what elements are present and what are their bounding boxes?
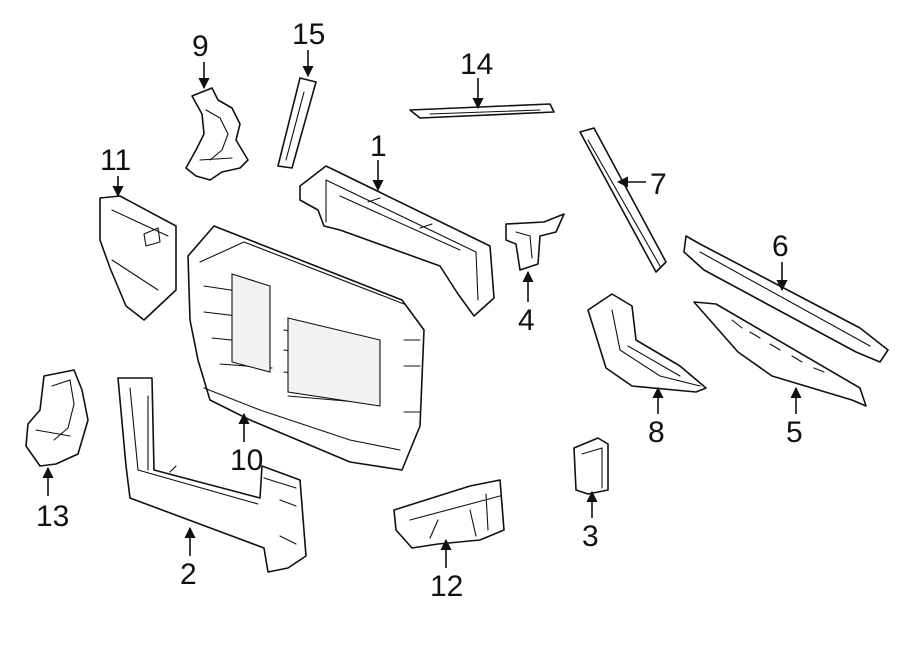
part-2-lower-frame[interactable] [117,377,307,573]
part-10-grille-frame[interactable] [187,225,425,471]
part-12-lower-duct[interactable] [393,479,505,549]
callout-7: 7 [650,168,667,201]
part-4-bracket[interactable] [505,213,565,271]
part-6-lower-bar[interactable] [683,235,889,363]
part-11-air-deflector[interactable] [99,195,177,321]
callout-6: 6 [772,230,789,263]
callout-13: 13 [36,500,69,533]
callout-8: 8 [648,416,665,449]
part-1-upper-carrier[interactable] [299,165,495,317]
callout-12: 12 [430,570,463,603]
part-14-upper-bar[interactable] [409,103,555,119]
part-7-diagonal-bar[interactable] [579,127,667,273]
callout-11: 11 [100,144,131,177]
part-9-bracket[interactable] [185,87,249,181]
part-13-side-bracket[interactable] [25,369,89,467]
callout-1: 1 [370,130,387,163]
callout-3: 3 [582,520,599,553]
part-15-support-bar[interactable] [277,77,317,169]
callout-2: 2 [180,558,197,591]
part-8-air-duct[interactable] [587,293,707,393]
part-5-panel[interactable] [693,301,867,407]
leader-lines [42,50,802,568]
callout-14: 14 [460,48,493,81]
callout-15: 15 [292,18,325,51]
callouts: 9 15 14 1 11 7 6 4 5 8 10 13 2 12 3 [36,18,803,603]
callout-9: 9 [192,30,209,63]
callout-4: 4 [518,304,535,337]
part-3-small-bracket[interactable] [573,437,609,495]
callout-10: 10 [230,444,263,477]
callout-5: 5 [786,416,803,449]
